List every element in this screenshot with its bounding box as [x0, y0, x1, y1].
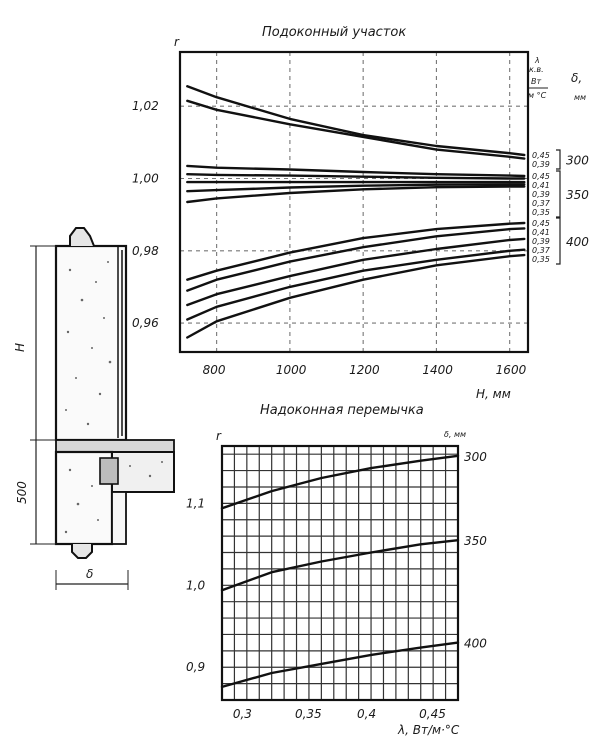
- top-chart-series-line: [186, 185, 526, 204]
- top-chart-ylabel: r: [174, 35, 180, 49]
- wall-upper-block: [54, 244, 128, 442]
- wall-width-label: δ: [86, 567, 93, 581]
- top-chart-y-tick-label: 0,96: [132, 316, 159, 330]
- bottom-chart-y-tick-label: 0,9: [186, 660, 205, 674]
- bottom-chart-series-label: 350: [464, 534, 487, 548]
- wall-lintel-insert: [99, 457, 119, 485]
- wall-section-drawing: H 500 δ: [13, 227, 175, 590]
- top-chart-group-delta-label: 400: [566, 235, 589, 249]
- top-chart-y-tick-label: 0,98: [132, 244, 159, 258]
- bottom-chart-xlabel: λ, Вт/м·°С: [397, 723, 460, 737]
- wall-right-trim: [117, 246, 123, 438]
- bottom-chart-series-label: 300: [464, 450, 487, 464]
- top-chart-series-line: [186, 183, 526, 193]
- top-chart-x-tick-label: 1000: [276, 363, 307, 377]
- top-chart-series-label: 0,41: [532, 181, 550, 190]
- wall-concrete-speckles: [64, 261, 163, 534]
- top-chart-group-bracket: [556, 170, 561, 218]
- top-chart-x-tick-label: 800: [203, 363, 226, 377]
- top-chart-x-tick-label: 1600: [496, 363, 527, 377]
- top-chart-group-delta-label: 300: [566, 154, 589, 168]
- top-chart-x-tick-label: 1400: [422, 363, 453, 377]
- bottom-chart-x-tick-label: 0,45: [419, 707, 446, 721]
- top-chart-series-label: 0,37: [532, 199, 551, 208]
- top-chart-group-bracket: [556, 149, 561, 170]
- top-chart-series-line: [186, 237, 526, 307]
- bottom-chart-series-label: 400: [464, 637, 487, 651]
- top-chart-y-tick-label: 1,00: [132, 172, 159, 186]
- top-chart-series-label: 0,35: [532, 255, 550, 264]
- top-chart-delta-unit: мм: [574, 93, 586, 102]
- top-chart-series-line: [186, 253, 526, 339]
- top-chart-y-tick-label: 1,02: [132, 99, 159, 113]
- bottom-chart-y-tick-label: 1,0: [186, 578, 205, 592]
- top-chart-title: Подоконный участок: [262, 25, 406, 40]
- wall-window-band: [55, 439, 175, 453]
- wall-lower-step: [111, 491, 127, 545]
- top-chart-series-line: [186, 221, 526, 281]
- top-chart-delta-symbol: δ,: [571, 71, 582, 85]
- top-chart: Подоконный участок r H, мм λ к.в. Вт м °…: [132, 25, 589, 401]
- bottom-chart-title: Надоконная перемычка: [260, 403, 424, 418]
- bottom-chart-ylabel: r: [216, 429, 222, 443]
- bottom-chart-x-tick-label: 0,4: [357, 707, 376, 721]
- bottom-chart-series-line: [220, 641, 460, 689]
- wall-top-cap: [69, 227, 95, 247]
- top-chart-right-header: λ к.в. Вт м °С δ, мм: [528, 56, 586, 102]
- top-chart-lambda-unit-bottom: м °С: [528, 91, 547, 100]
- wall-bottom-label: 500: [15, 481, 29, 504]
- top-chart-series-label: 0,39: [532, 190, 550, 199]
- top-chart-series-line: [186, 227, 526, 292]
- bottom-chart-frame: [220, 444, 460, 702]
- bottom-chart: Надоконная перемычка r λ, Вт/м·°С δ, мм …: [186, 403, 487, 737]
- top-chart-series-label: 0,37: [532, 246, 551, 255]
- bottom-chart-x-tick-label: 0,3: [233, 707, 252, 721]
- top-chart-series-label: 0,45: [532, 172, 550, 181]
- top-chart-series-line: [186, 248, 526, 321]
- top-chart-series-line: [186, 85, 526, 157]
- top-chart-lambda-sub: к.в.: [529, 65, 544, 74]
- top-chart-series-label: 0,39: [532, 160, 550, 169]
- bottom-chart-delta-header: δ, мм: [444, 430, 466, 439]
- wall-bottom-cap: [71, 544, 93, 559]
- top-chart-x-tick-label: 1200: [349, 363, 380, 377]
- bottom-chart-x-tick-label: 0,35: [295, 707, 322, 721]
- top-chart-series-line: [186, 164, 526, 178]
- top-chart-group-delta-label: 350: [566, 188, 589, 202]
- top-chart-series-label: 0,45: [532, 151, 550, 160]
- top-chart-frame: [178, 50, 530, 354]
- wall-lintel-block: [111, 451, 175, 493]
- wall-height-label: H: [13, 343, 27, 352]
- bottom-chart-y-tick-label: 1,1: [186, 496, 205, 510]
- bottom-chart-series-line: [220, 454, 460, 510]
- top-chart-series-line: [186, 173, 526, 180]
- top-chart-lambda-unit-top: Вт: [531, 77, 541, 86]
- top-chart-series-line: [186, 99, 526, 160]
- top-chart-xlabel: H, мм: [476, 387, 511, 401]
- top-chart-series-label: 0,45: [532, 219, 550, 228]
- top-chart-series-label: 0,41: [532, 228, 550, 237]
- top-chart-lambda-symbol: λ: [534, 56, 540, 65]
- top-chart-series-label: 0,39: [532, 237, 550, 246]
- top-chart-series-label: 0,35: [532, 208, 550, 217]
- bottom-chart-series-line: [220, 539, 460, 592]
- top-chart-group-bracket: [556, 217, 561, 265]
